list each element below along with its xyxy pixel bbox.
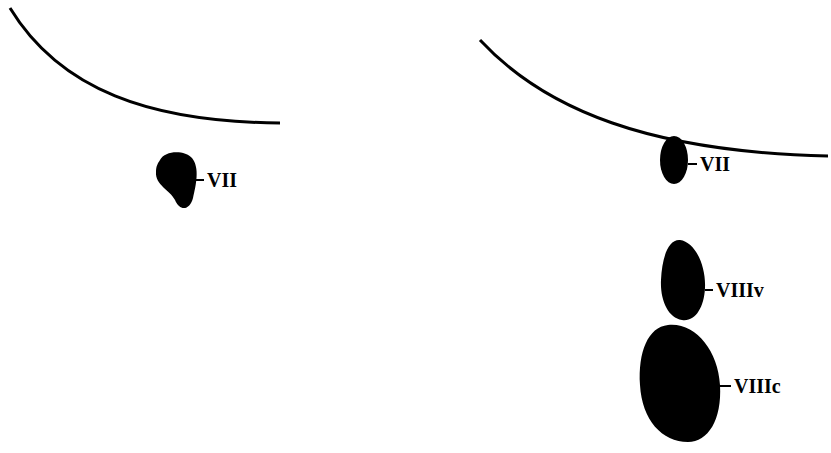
nerve-section <box>660 136 688 184</box>
nerve-section <box>661 240 705 320</box>
leader-line <box>688 163 697 165</box>
nerve-label: VIIIv <box>716 280 764 300</box>
nerve-section <box>640 325 720 442</box>
leader-line <box>719 385 731 387</box>
nerve-label: VII <box>700 154 730 174</box>
leader-line <box>705 289 713 291</box>
leader-line <box>196 179 204 181</box>
nerve-section <box>156 152 197 208</box>
brain-contour <box>10 8 280 123</box>
nerve-label: VIIIc <box>734 376 781 396</box>
nerve-label: VII <box>207 170 237 190</box>
brain-contour <box>480 40 828 156</box>
